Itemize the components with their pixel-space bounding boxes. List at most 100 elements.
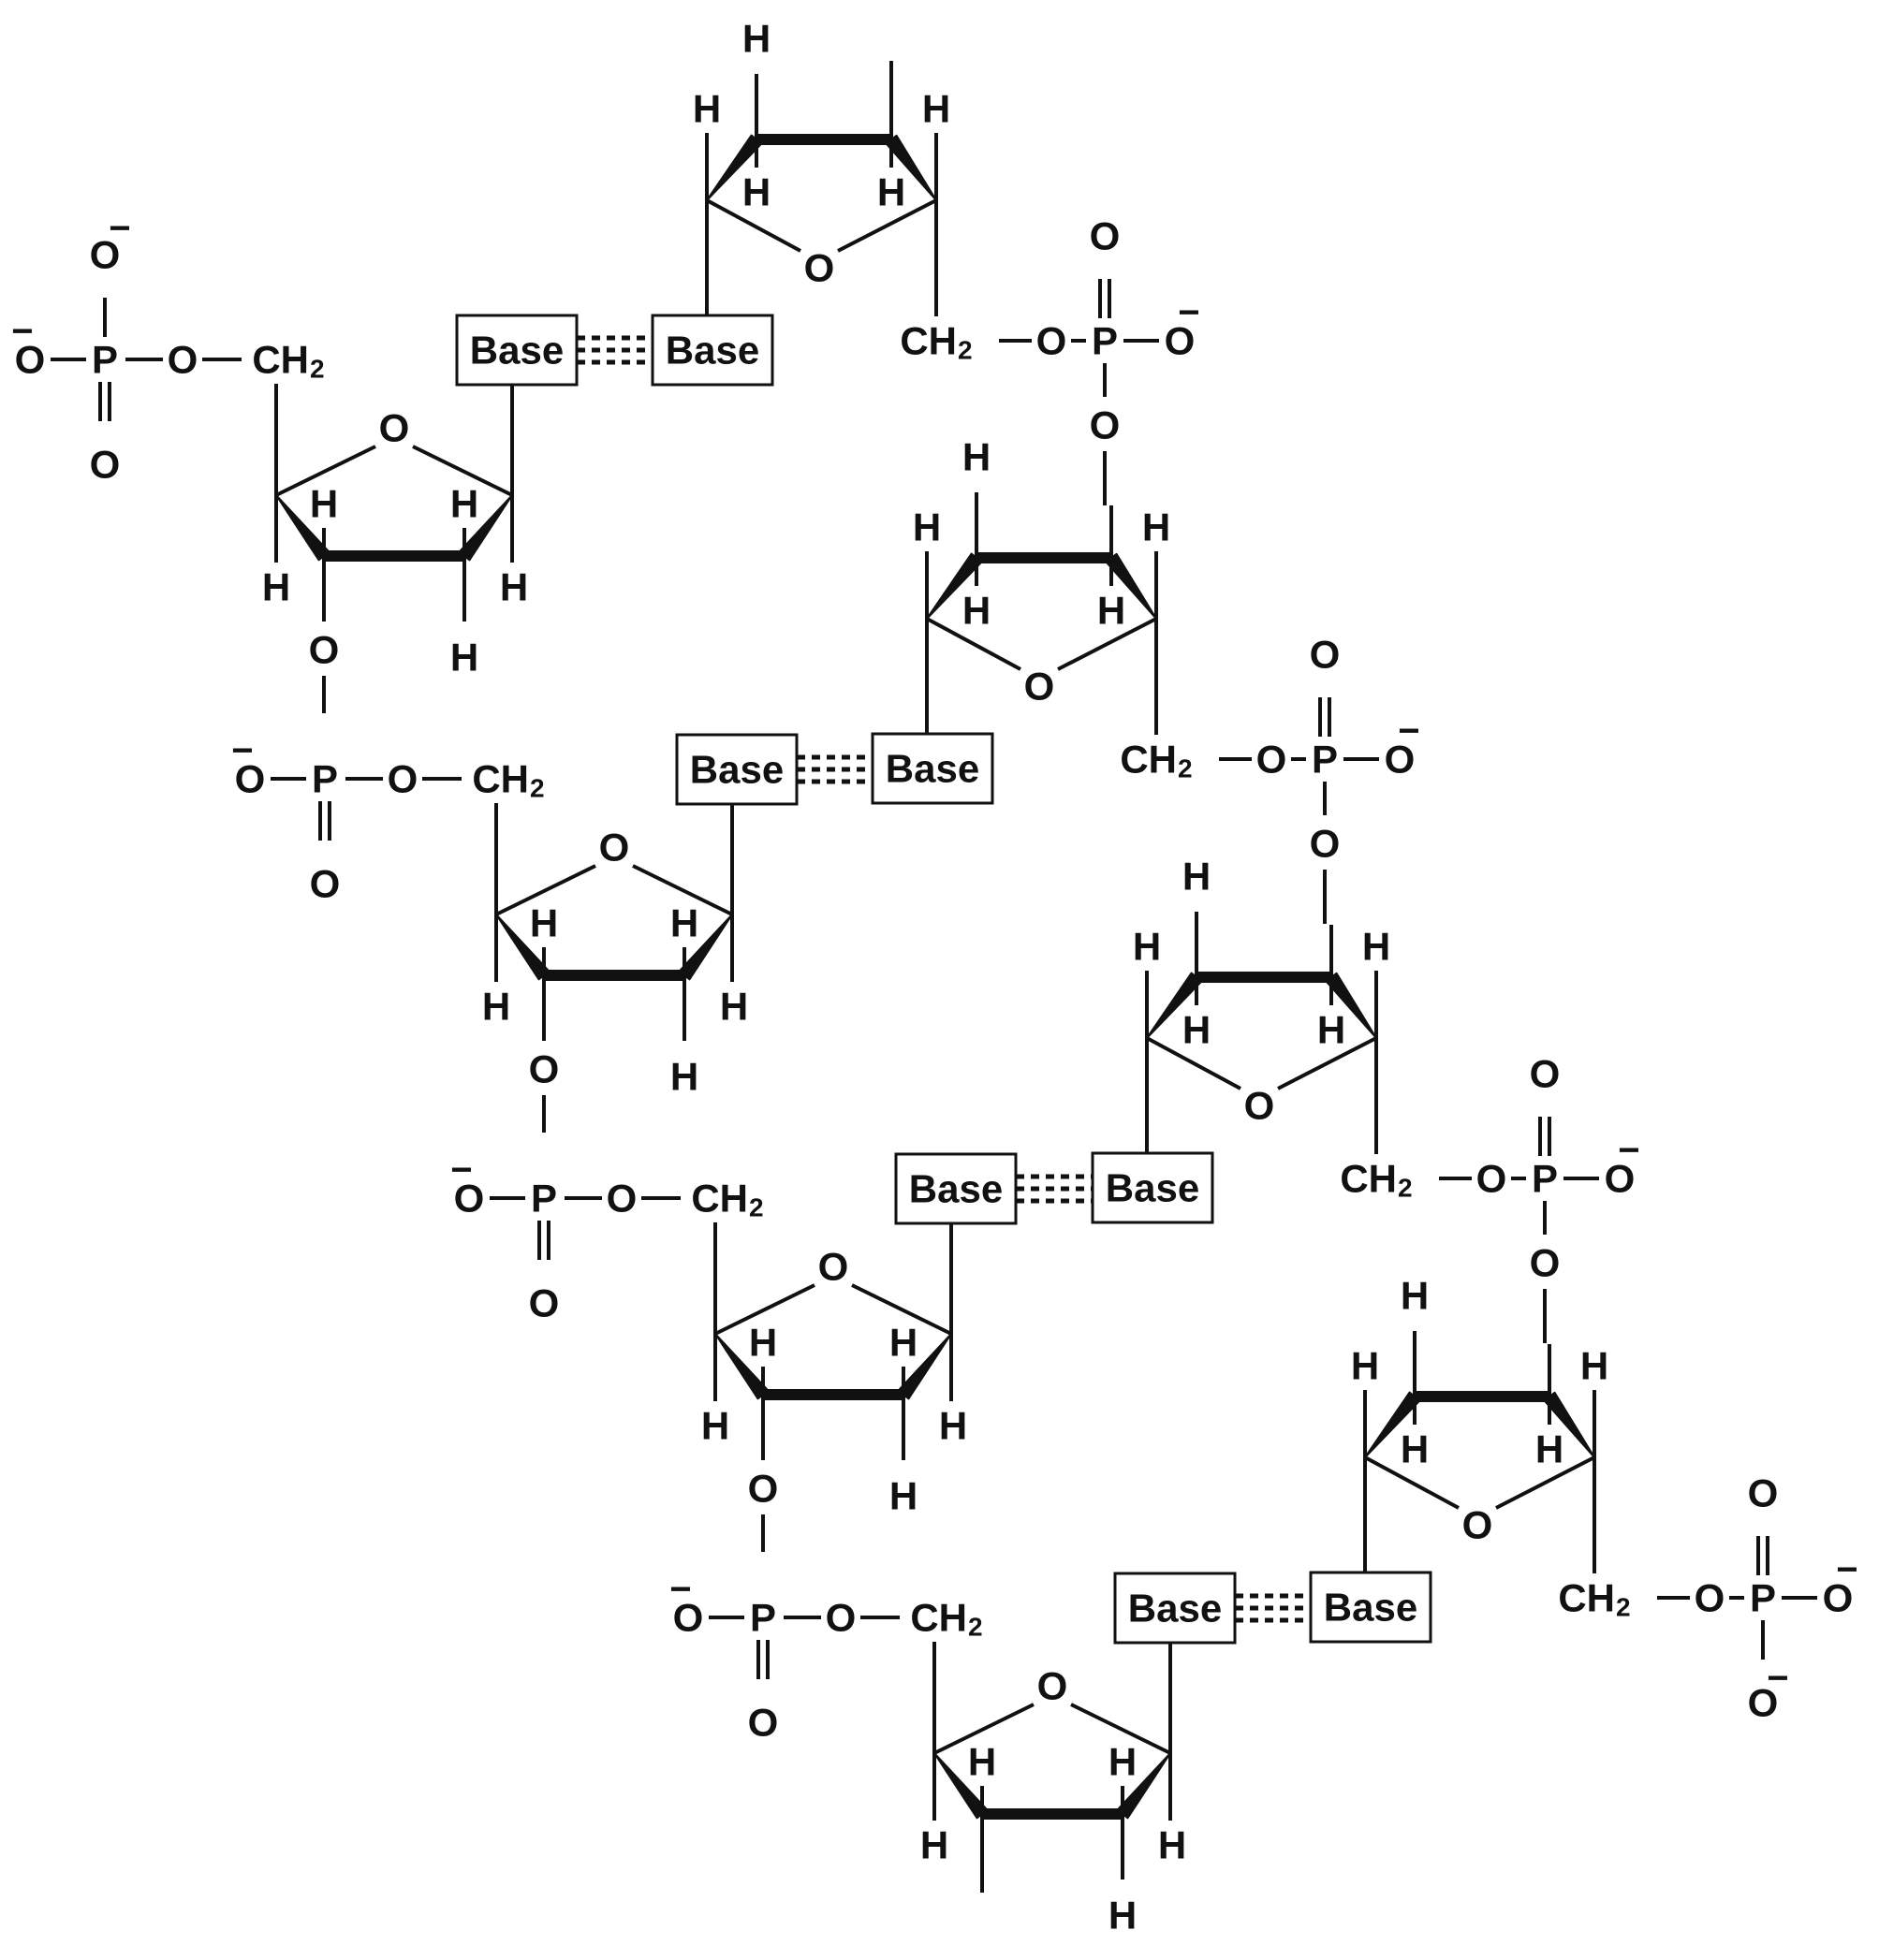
oxygen-atom: O <box>1036 319 1067 363</box>
oxygen-atom: O <box>748 1701 779 1745</box>
oxygen-atom: O <box>1476 1157 1507 1201</box>
ring-oxygen-atom: O <box>1462 1503 1493 1547</box>
bond-line <box>1146 1036 1241 1090</box>
oxygen-atom: O <box>15 338 46 382</box>
oxygen-atom: O <box>1256 738 1287 782</box>
oxygen-atom: O <box>90 443 121 487</box>
negative-charge: − <box>450 1149 472 1191</box>
hydrogen-bonds <box>1235 1593 1311 1623</box>
hydrogen-atom: H <box>701 1404 729 1448</box>
oxygen-atom: O <box>1310 822 1341 866</box>
bond-line <box>851 1283 952 1336</box>
hydrogen-atom: H <box>877 170 905 214</box>
bond-line <box>275 445 376 497</box>
ch2-subscript: 2 <box>1398 1174 1413 1203</box>
hydrogen-atom: H <box>1362 925 1390 969</box>
negative-charge: − <box>231 730 253 771</box>
bond-line <box>714 1283 815 1336</box>
hydrogen-atom: H <box>262 565 290 609</box>
ring-oxygen-atom: O <box>1024 665 1055 709</box>
hydrogen-atom: H <box>1097 589 1125 633</box>
hydrogen-atom: H <box>310 482 338 526</box>
negative-charge: − <box>11 311 33 352</box>
hydrogen-atom: H <box>962 589 991 633</box>
hydrogen-atom: H <box>968 1740 996 1784</box>
oxygen-atom: O <box>1385 738 1416 782</box>
ch2-subscript: 2 <box>530 774 545 803</box>
oxygen-atom: O <box>529 1047 560 1091</box>
negative-charge: − <box>1836 1549 1857 1590</box>
oxygen-atom: O <box>1605 1157 1636 1201</box>
base-label: Base <box>470 329 564 373</box>
hydrogen-atom: H <box>1182 855 1211 899</box>
negative-charge: − <box>1178 292 1199 333</box>
base-box-frame <box>1309 1571 1432 1644</box>
base-box: Base <box>894 1152 1018 1225</box>
hydrogen-atom: H <box>749 1321 777 1365</box>
base-box: Base <box>1309 1571 1432 1644</box>
ch2-subscript: 2 <box>310 355 325 384</box>
base-box-frame <box>675 733 799 806</box>
bond-line <box>1495 1455 1595 1510</box>
ch2-subscript: 2 <box>1616 1593 1631 1622</box>
hydrogen-atom: H <box>1142 505 1170 549</box>
ring-oxygen-atom: O <box>804 246 835 290</box>
phosphorus-atom: P <box>531 1177 557 1221</box>
hydrogen-atom: H <box>1351 1344 1379 1388</box>
phosphate-group: POO− <box>1090 214 1200 363</box>
hydrogen-atom: H <box>1401 1274 1429 1318</box>
phosphate-group: POO− <box>1310 633 1420 782</box>
phosphate-group: POO−O− <box>1748 1471 1858 1725</box>
ch2-carbon-label: CH <box>252 338 309 382</box>
base-label: Base <box>1106 1166 1199 1210</box>
hydrogen-atom: H <box>450 482 478 526</box>
hydrogen-bonds <box>797 754 873 784</box>
phosphate-group: POO− <box>231 730 340 906</box>
ring-oxygen-atom: O <box>1037 1664 1068 1708</box>
base-box: Base <box>455 314 579 387</box>
base-box: Base <box>651 314 774 387</box>
base-box-frame <box>651 314 774 387</box>
oxygen-atom: O <box>1695 1576 1725 1620</box>
oxygen-atom: O <box>673 1596 704 1640</box>
hydrogen-atom: H <box>530 901 558 945</box>
bond-line <box>1364 1455 1460 1510</box>
hydrogen-atom: H <box>962 435 991 479</box>
hydrogen-atom: H <box>450 636 478 680</box>
ch2-carbon-label: CH <box>691 1177 748 1221</box>
base-box: Base <box>871 732 994 805</box>
phosphorus-atom: P <box>1092 319 1118 363</box>
base-box: Base <box>1091 1151 1214 1224</box>
bond-line <box>706 198 801 253</box>
negative-charge: − <box>1767 1658 1788 1699</box>
oxygen-atom: O <box>388 757 418 801</box>
ring-oxygen-atom: O <box>379 406 410 450</box>
bond-line <box>1070 1703 1171 1755</box>
phosphorus-atom: P <box>1532 1157 1558 1201</box>
ch2-carbon-label: CH <box>1120 738 1177 782</box>
base-label: Base <box>690 748 784 792</box>
oxygen-atom: O <box>1748 1681 1779 1725</box>
base-box-frame <box>1091 1151 1214 1224</box>
hydrogen-atom: H <box>720 985 748 1029</box>
oxygen-atom: O <box>826 1596 857 1640</box>
negative-charge: − <box>109 208 130 249</box>
base-label: Base <box>1128 1587 1222 1631</box>
negative-charge: − <box>1618 1130 1639 1171</box>
oxygen-atom: O <box>1530 1052 1561 1096</box>
hydrogen-atom: H <box>889 1321 917 1365</box>
bond-line <box>1277 1036 1377 1090</box>
ch2-carbon-label: CH <box>1340 1157 1397 1201</box>
base-box-frame <box>1113 1572 1237 1645</box>
